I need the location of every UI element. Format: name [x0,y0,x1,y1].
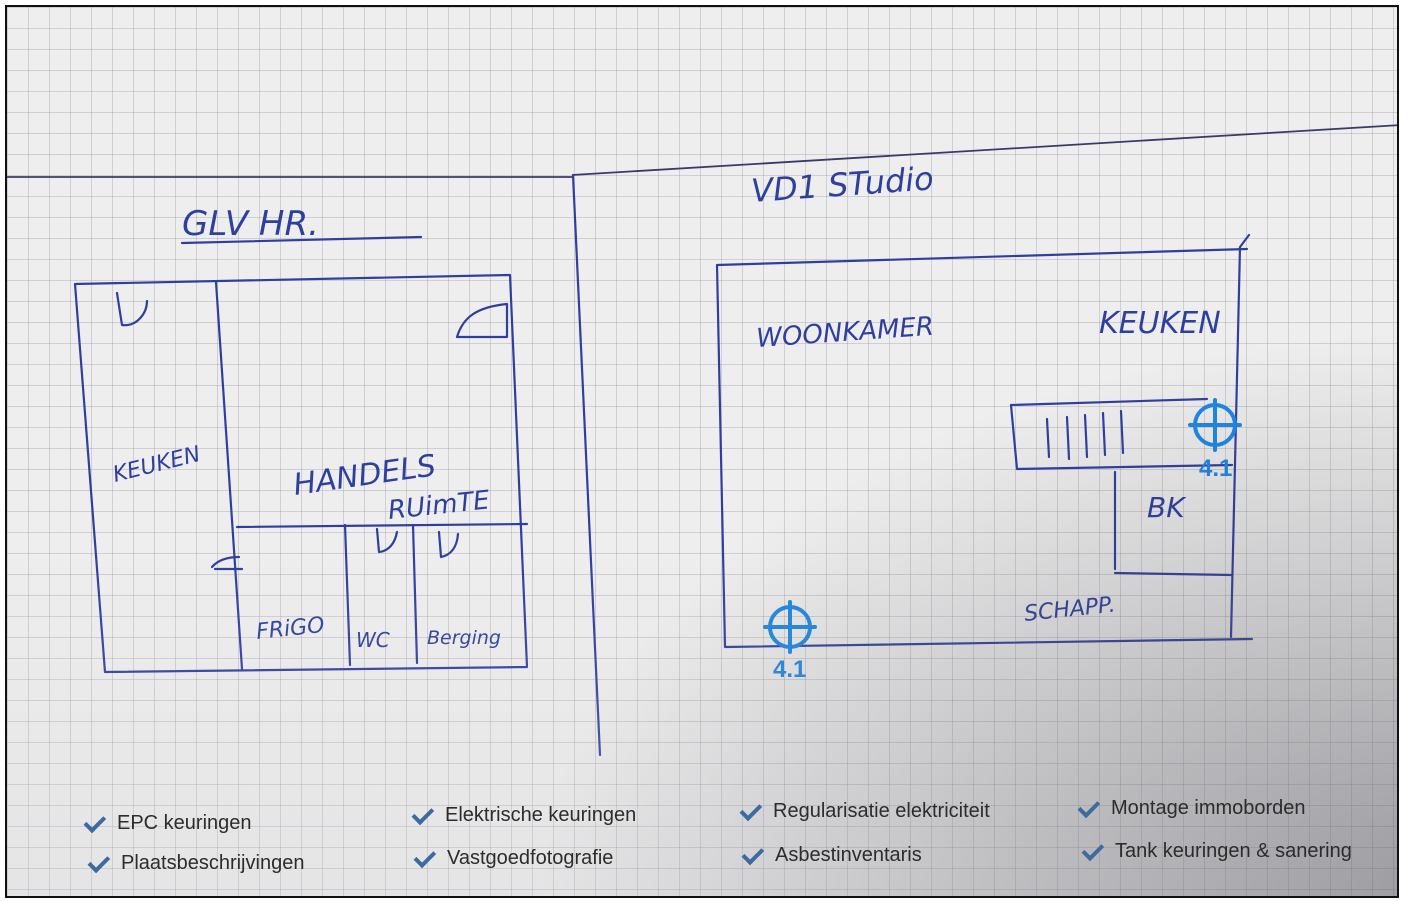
service-item: Plaatsbeschrijvingen [87,850,304,875]
service-item: Elektrische keuringen [411,802,636,827]
left-title-underline [180,235,423,245]
left-plan-walls [73,273,529,674]
service-item: Vastgoedfotografie [413,845,613,870]
left-plan-title: GLV HR. [182,204,319,244]
room-berging: Berging [427,627,501,649]
room-frigo: FRiGO [255,613,326,645]
room-schapp: SCHAPP. [1023,593,1117,627]
right-plan-title: VD1 STudio [750,159,935,210]
photo-frame: GLV HR. KEUKEN HANDELS RUimTE FRiGO WC B… [5,5,1399,898]
room-keuken-right: KEUKEN [1099,306,1221,341]
check-icon [83,810,107,833]
room-keuken-left: KEUKEN [110,442,203,488]
marker-kitchen[interactable]: 4.1 [1188,398,1242,482]
room-bk: BK [1147,491,1187,524]
center-divider [571,173,602,757]
marker-label: 4.1 [773,656,806,683]
check-icon [87,850,111,873]
service-item: EPC keuringen [83,810,252,835]
marker-living[interactable]: 4.1 [763,600,817,683]
room-ruimte: RUimTE [387,485,492,526]
check-icon [739,798,763,821]
floorplan-sketch: GLV HR. KEUKEN HANDELS RUimTE FRiGO WC B… [7,124,1397,757]
room-woonkamer: WOONKAMER [755,312,935,354]
right-plan-walls [715,233,1254,649]
check-icon [1081,838,1105,861]
check-icon [411,802,435,825]
service-item: Regularisatie elektriciteit [739,798,990,823]
service-item: Tank keuringen & sanering [1081,838,1352,863]
service-item: Montage immoborden [1077,795,1306,820]
check-icon [741,842,765,865]
top-divider-right [571,124,1397,176]
room-wc: WC [356,628,390,652]
service-item: Asbestinventaris [741,842,922,867]
check-icon [413,845,437,868]
marker-label: 4.1 [1199,455,1232,482]
check-icon [1077,795,1101,818]
